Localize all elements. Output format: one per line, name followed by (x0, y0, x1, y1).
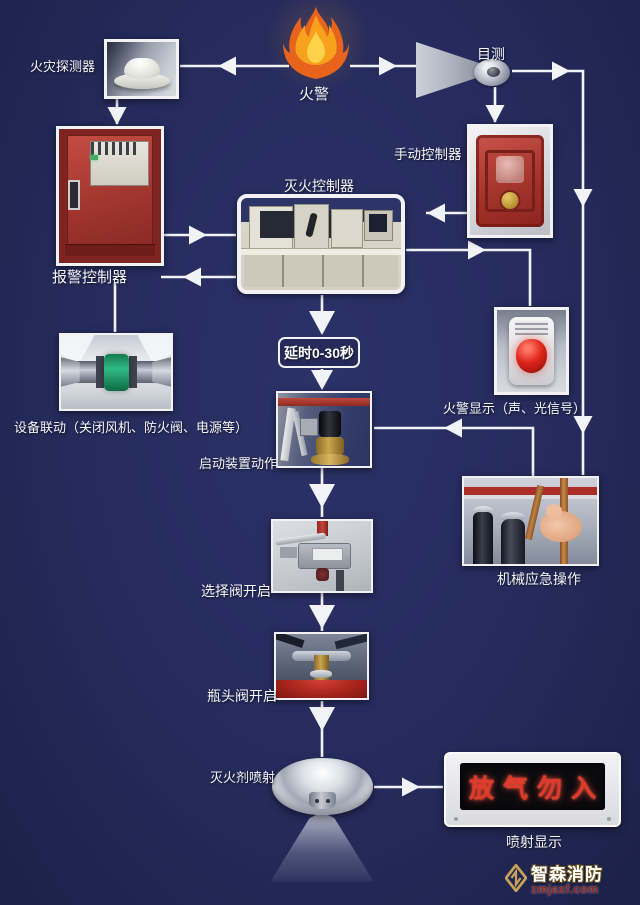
ext-controller-label: 灭火控制器 (284, 178, 354, 194)
bottle-valve-label: 瓶头阀开启 (207, 688, 277, 704)
start-device-label: 启动装置动作 (199, 456, 278, 471)
fire-label: 火警 (299, 86, 330, 103)
mechanical-emergency-photo (462, 476, 599, 566)
valve-inlet (279, 546, 298, 559)
solenoid-coil (319, 410, 341, 437)
agent-spray-label: 灭火剂喷射 (210, 770, 276, 785)
console-panel-right (330, 209, 363, 248)
sign-screw-left (454, 817, 458, 821)
pipe-cone-right (152, 357, 171, 387)
eye-pupil (487, 67, 500, 77)
valve-knob (316, 567, 329, 582)
detector-dome (123, 58, 160, 79)
operator-thumb (546, 503, 563, 518)
valve-support (335, 570, 344, 591)
alarm-controller-label: 报警控制器 (52, 269, 128, 286)
clamp-right (129, 356, 137, 388)
valve-nameplate (312, 548, 343, 562)
cylinder-cap-mid (501, 512, 526, 522)
cabinet-panel (89, 141, 149, 186)
watermark: 智森消防 zmjaxf.com (504, 860, 603, 897)
edge-visual-to-mechanical (512, 61, 593, 475)
edge-manual-to-ext-controller (426, 203, 467, 223)
nozzle-hole-right (326, 799, 330, 803)
cabinet-handle (68, 179, 81, 210)
sign-text: 放气勿入 (469, 774, 606, 803)
console-cabinet-doors (244, 255, 398, 287)
cylinder-cap-left (473, 506, 494, 515)
panel-led (90, 154, 98, 160)
sign-screw-right (607, 817, 611, 821)
cylinder-left (473, 512, 494, 564)
brass-valve-body (315, 436, 345, 456)
beacon-grill (514, 320, 549, 335)
cabinet-lower-band (65, 244, 155, 256)
equipment-linkage-label: 设备联动（关闭风机、防火阀、电源等） (14, 420, 249, 435)
spray-display-label: 喷射显示 (506, 834, 562, 850)
green-actuator (103, 353, 130, 391)
release-sign-photo: 放气勿入 (444, 752, 621, 827)
mechanical-emergency-label: 机械应急操作 (497, 571, 581, 587)
dark-pipe-left (276, 634, 305, 649)
alarm-controller-photo (56, 126, 164, 266)
edge-alarm-controller-to-ext-controller (164, 225, 236, 245)
manual-controller-label: 手动控制器 (394, 147, 462, 162)
pipe-cone-left (61, 357, 80, 387)
brass-flange (311, 454, 349, 465)
edge-fire-to-visual (350, 56, 416, 76)
edge-selector-valve-to-bottle-valve (309, 593, 335, 631)
clamp-left (96, 356, 104, 388)
callpoint-button (501, 191, 519, 209)
callpoint-glass (496, 156, 524, 184)
visual-label: 目测 (477, 46, 505, 62)
edge-fire-to-detector (180, 56, 289, 76)
brand-name: 智森消防 (531, 865, 603, 884)
edge-ext-controller-to-alarm-controller (161, 267, 236, 287)
fire-flame-image (283, 4, 349, 82)
edge-delay-to-start-device (311, 369, 333, 390)
cylinder-mid (501, 519, 526, 564)
edge-ext-controller-to-delay (309, 295, 335, 335)
manual-controller-photo (467, 124, 553, 238)
smoke-detector-photo (104, 39, 179, 99)
edge-detector-to-alarm-controller (107, 99, 127, 125)
edge-start-device-to-selector-valve (309, 468, 335, 517)
ext-controller-photo (237, 194, 405, 294)
panel-buttons (90, 142, 139, 155)
operator-hand (539, 510, 583, 542)
shelf-line (464, 495, 597, 499)
brand-site: zmjaxf.com (531, 884, 599, 896)
red-stub-pipe (317, 521, 328, 537)
delay-node: 延时0-30秒 (278, 337, 360, 368)
junction-box (300, 417, 318, 436)
selector-valve-photo (271, 519, 373, 593)
edge-bottle-valve-to-agent-spray (309, 701, 335, 757)
red-rail (464, 486, 597, 496)
edge-mechanical-to-start-device (374, 418, 535, 476)
console-desk-edge (241, 247, 401, 256)
valve-collar (309, 669, 333, 679)
start-device-photo (276, 391, 372, 468)
red-cylinder-top (276, 680, 367, 698)
sign-screen: 放气勿入 (460, 763, 605, 810)
bottle-valve-photo (274, 632, 369, 700)
red-pipe (278, 398, 370, 407)
nozzle-hub (309, 792, 336, 809)
brand-diamond-icon (504, 862, 528, 897)
delay-label: 延时0-30秒 (283, 344, 355, 361)
edge-agent-spray-to-spray-display (374, 777, 443, 797)
equipment-linkage-photo (59, 333, 173, 411)
selector-valve-label: 选择阀开启 (201, 583, 271, 599)
beacon-red-dome (515, 338, 548, 374)
nozzle-hole-left (315, 799, 319, 803)
detector-base (113, 73, 170, 90)
console-monitor-screen (369, 213, 388, 233)
edge-ext-controller-to-alarm-display (406, 240, 532, 306)
alarm-display-label: 火警显示（声、光信号） (443, 401, 587, 416)
edge-visual-to-manual (485, 87, 505, 123)
detector-label: 火灾探测器 (30, 59, 96, 74)
dark-pipe-right (334, 634, 367, 650)
alarm-beacon-photo (494, 307, 569, 395)
